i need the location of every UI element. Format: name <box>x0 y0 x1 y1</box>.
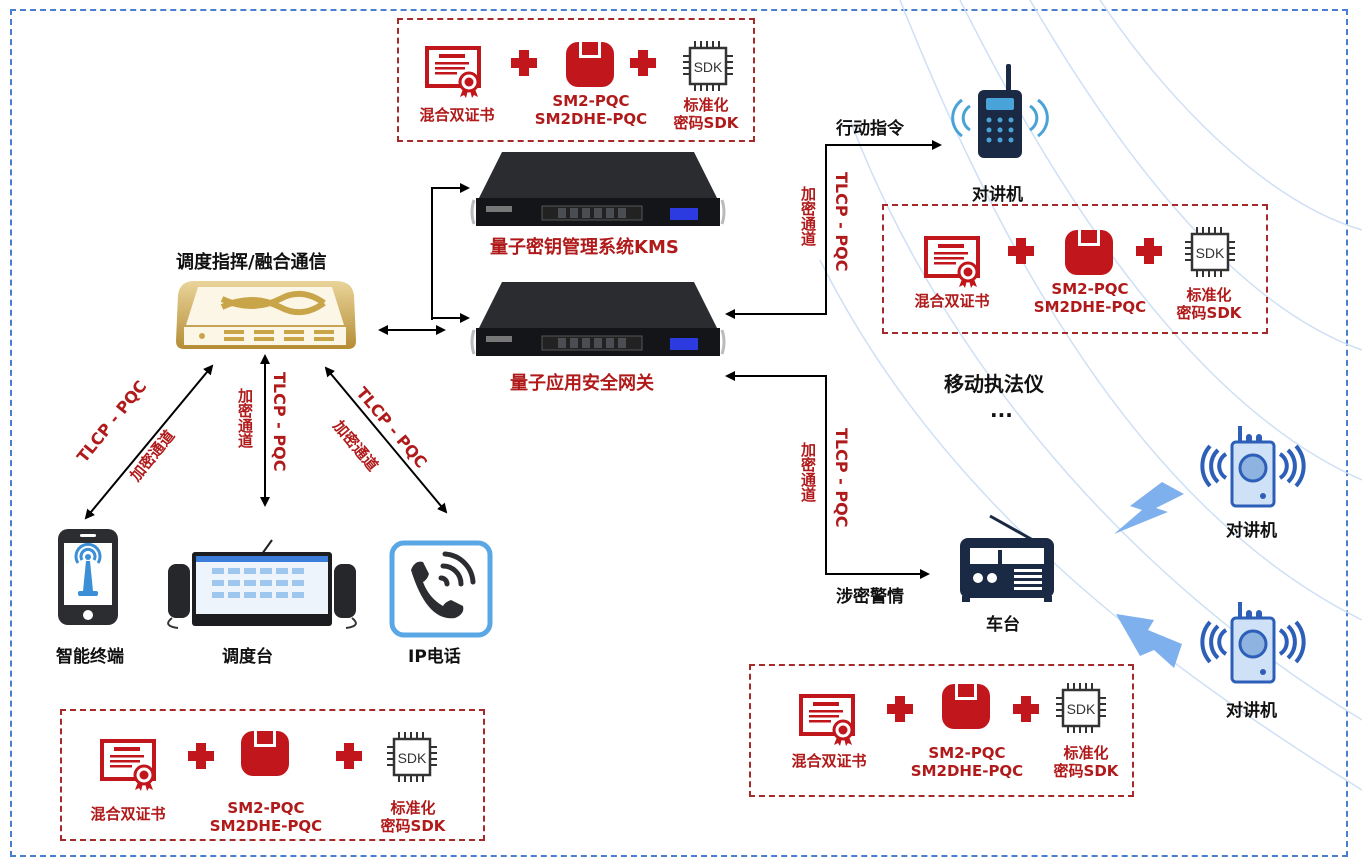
ellipsis-label: ... <box>990 398 1013 422</box>
sdk-line2: 密码SDK <box>673 114 739 132</box>
algo-line1: SM2-PQC <box>928 744 1006 762</box>
smart-terminal-label: 智能终端 <box>56 647 124 667</box>
sdk-chip-icon: SDK <box>683 41 733 91</box>
plus-icon <box>188 743 214 769</box>
ip-phone-icon <box>389 540 493 638</box>
key-lock-icon <box>241 731 289 776</box>
sdk-line1: 标准化 <box>683 96 729 114</box>
walkie-talkie-blue-icon <box>1200 426 1306 508</box>
arrow-ipphone <box>324 366 448 514</box>
hybrid-cert-label: 混合双证书 <box>90 805 166 823</box>
channel-encrypted-upper: 加密通道 <box>799 186 817 246</box>
arrow-alert <box>725 371 930 579</box>
walkie-talkie-blue-icon <box>1200 602 1306 684</box>
sdk-line1: 标准化 <box>1063 744 1109 762</box>
channel-protocol-lower: TLCP - PQC <box>832 428 851 528</box>
diagram-frame <box>10 9 1348 857</box>
dispatch-console-icon <box>167 539 357 629</box>
vehicle-label: 车台 <box>986 615 1020 635</box>
sdk-chip-icon: SDK <box>1185 227 1235 277</box>
certificate-icon <box>425 46 481 98</box>
kms-label: 量子密钥管理系统KMS <box>490 237 679 258</box>
walkie-b-label: 对讲机 <box>1226 701 1277 721</box>
vehicle-radio-icon <box>960 514 1054 602</box>
arrow-action-cmd <box>725 140 942 319</box>
certificate-icon <box>100 739 156 791</box>
certificate-icon <box>799 694 855 746</box>
sdk-label: 标准化密码SDK <box>1164 286 1254 322</box>
console-label: 调度台 <box>222 647 273 667</box>
ip-phone-label: IP电话 <box>408 647 461 667</box>
sdk-label: 标准化密码SDK <box>1041 744 1131 780</box>
svg-text:SDK: SDK <box>1196 245 1225 261</box>
switch-icon <box>176 281 356 349</box>
sdk-line2: 密码SDK <box>380 817 446 835</box>
dispatch-label: 调度指挥/融合通信 <box>176 252 327 273</box>
lightning-icon <box>1116 614 1182 668</box>
plus-icon <box>1008 238 1034 264</box>
algo-line2: SM2DHE-PQC <box>209 817 323 835</box>
svg-text:SDK: SDK <box>398 750 427 766</box>
channel-encrypted-center: 加密通道 <box>236 388 254 448</box>
key-lock-icon <box>566 42 614 87</box>
plus-icon <box>630 50 656 76</box>
walkie-a-label: 对讲机 <box>1226 521 1277 541</box>
sdk-label: 标准化密码SDK <box>368 799 458 835</box>
channel-protocol-upper: TLCP - PQC <box>832 172 851 272</box>
plus-icon <box>1136 238 1162 264</box>
sdk-chip-icon: SDK <box>387 732 437 782</box>
walkie-top-label: 对讲机 <box>972 185 1023 205</box>
gateway-label: 量子应用安全网关 <box>510 373 654 394</box>
mobile-law-device-label: 移动执法仪 <box>944 372 1044 396</box>
sdk-label: 标准化密码SDK <box>661 96 751 132</box>
walkie-talkie-icon <box>951 64 1049 158</box>
alert-label: 涉密警情 <box>836 587 904 607</box>
svg-text:SDK: SDK <box>694 59 723 75</box>
sdk-line2: 密码SDK <box>1176 304 1242 322</box>
key-lock-icon <box>942 684 990 729</box>
hybrid-cert-label: 混合双证书 <box>419 106 495 124</box>
algo-line1: SM2-PQC <box>1051 280 1129 298</box>
algo-line2: SM2DHE-PQC <box>1033 298 1147 316</box>
channel-protocol-center: TLCP - PQC <box>270 372 289 472</box>
sdk-line1: 标准化 <box>390 799 436 817</box>
kms-server-icon <box>470 152 726 226</box>
smartphone-icon <box>58 529 118 625</box>
sdk-line1: 标准化 <box>1186 286 1232 304</box>
algo-line1: SM2-PQC <box>227 799 305 817</box>
key-lock-icon <box>1065 230 1113 275</box>
arrow-smart-terminal <box>84 364 214 520</box>
svg-text:SDK: SDK <box>1067 701 1096 717</box>
gateway-server-icon <box>470 282 726 356</box>
hybrid-cert-label: 混合双证书 <box>791 752 867 770</box>
action-cmd-label: 行动指令 <box>836 119 904 139</box>
sdk-chip-icon: SDK <box>1056 683 1106 733</box>
plus-icon <box>336 743 362 769</box>
arrow-to-kms <box>431 183 470 320</box>
algo-line2: SM2DHE-PQC <box>534 110 648 128</box>
lightning-icon <box>1114 482 1184 534</box>
plus-icon <box>1013 696 1039 722</box>
algo-line2: SM2DHE-PQC <box>910 762 1024 780</box>
plus-icon <box>511 50 537 76</box>
plus-icon <box>887 696 913 722</box>
channel-encrypted-lower: 加密通道 <box>799 442 817 502</box>
algo-line1: SM2-PQC <box>552 92 630 110</box>
sdk-line2: 密码SDK <box>1053 762 1119 780</box>
